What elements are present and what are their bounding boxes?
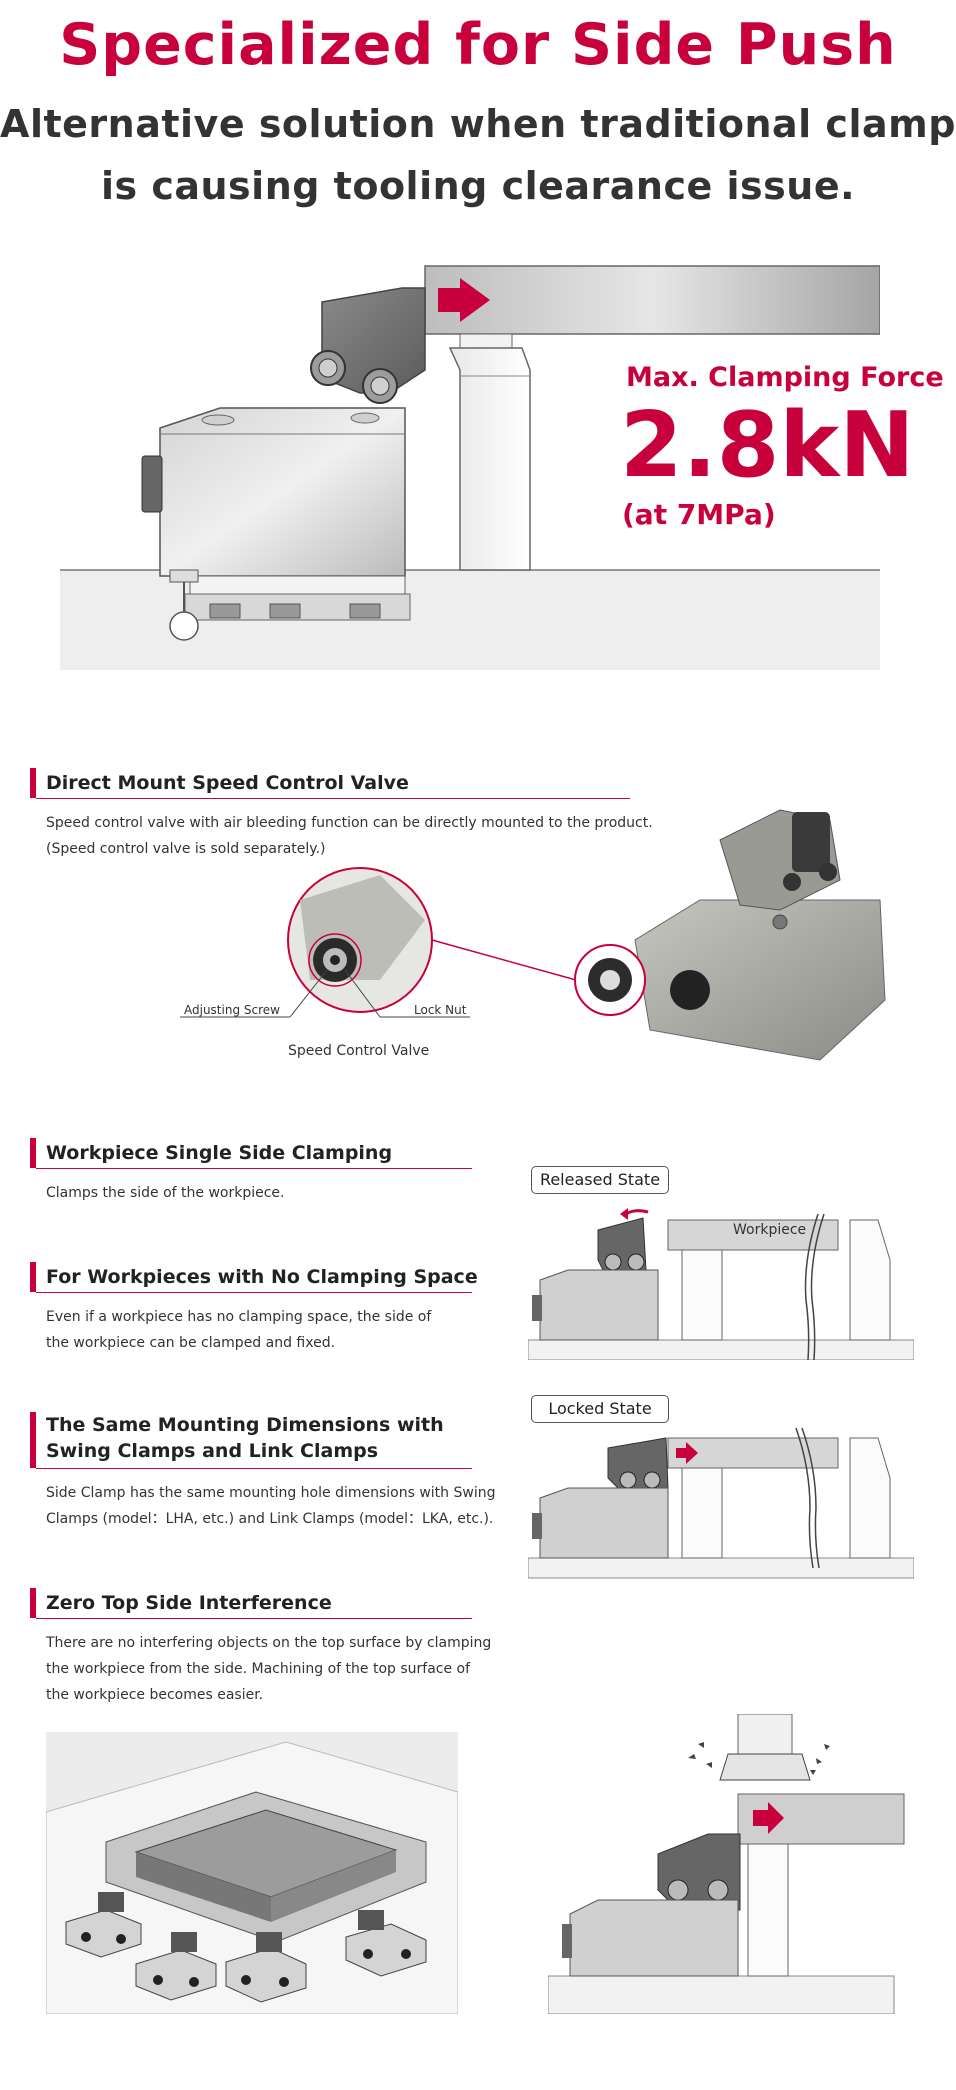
section-marker: [30, 1588, 36, 1618]
section-rule: [36, 1168, 472, 1169]
section-rule: [36, 1468, 472, 1469]
section-marker: [30, 1138, 36, 1168]
lock-nut-label: Lock Nut: [414, 1003, 467, 1017]
no-space-desc-1: Even if a workpiece has no clamping spac…: [46, 1309, 432, 1325]
speed-valve-desc-1: Speed control valve with air bleeding fu…: [46, 815, 653, 831]
single-side-title: Workpiece Single Side Clamping: [46, 1142, 393, 1164]
section-marker: [30, 1412, 36, 1468]
no-space-desc-2: the workpiece can be clamped and fixed.: [46, 1335, 336, 1351]
same-dims-desc-2: Clamps (model：LHA, etc.) and Link Clamps…: [46, 1511, 494, 1527]
page-subtitle-line-1: Alternative solution when traditional cl…: [0, 102, 956, 146]
same-dims-title-1: The Same Mounting Dimensions with: [46, 1414, 444, 1436]
page-subtitle-line-2: is causing tooling clearance issue.: [100, 164, 856, 208]
zero-top-desc-3: the workpiece becomes easier.: [46, 1687, 264, 1703]
speed-valve-illustration: [180, 809, 886, 1061]
zero-top-desc-1: There are no interfering objects on the …: [46, 1635, 492, 1651]
section-rule: [36, 1618, 472, 1619]
section-rule: [36, 798, 630, 799]
max-force-condition: (at 7MPa): [622, 498, 776, 531]
zero-top-iso-illustration: [46, 1732, 458, 2014]
page-title: Specialized for Side Push: [59, 12, 897, 78]
zero-top-desc-2: the workpiece from the side. Machining o…: [46, 1661, 471, 1677]
max-force-value: 2.8kN: [620, 393, 915, 498]
same-dims-title-2: Swing Clamps and Link Clamps: [46, 1440, 379, 1462]
machining-illustration: [548, 1714, 905, 2014]
no-space-title: For Workpieces with No Clamping Space: [46, 1266, 478, 1288]
zero-top-title: Zero Top Side Interference: [46, 1592, 332, 1614]
hero-clamp-illustration: [60, 265, 880, 670]
locked-state-label: Locked State: [531, 1395, 669, 1423]
adjusting-screw-label: Adjusting Screw: [184, 1003, 280, 1017]
section-marker: [30, 768, 36, 798]
same-dims-desc-1: Side Clamp has the same mounting hole di…: [46, 1485, 496, 1501]
single-side-desc: Clamps the side of the workpiece.: [46, 1185, 285, 1201]
section-marker: [30, 1262, 36, 1292]
max-force-label: Max. Clamping Force: [626, 362, 944, 393]
released-state-label: Released State: [531, 1166, 669, 1194]
speed-valve-caption: Speed Control Valve: [288, 1043, 430, 1059]
section-rule: [36, 1292, 472, 1293]
workpiece-label: Workpiece: [733, 1222, 807, 1238]
speed-valve-desc-2: (Speed control valve is sold separately.…: [46, 841, 326, 857]
speed-valve-title: Direct Mount Speed Control Valve: [46, 772, 409, 794]
released-state-illustration: [528, 1208, 914, 1360]
locked-state-illustration: [528, 1428, 914, 1579]
